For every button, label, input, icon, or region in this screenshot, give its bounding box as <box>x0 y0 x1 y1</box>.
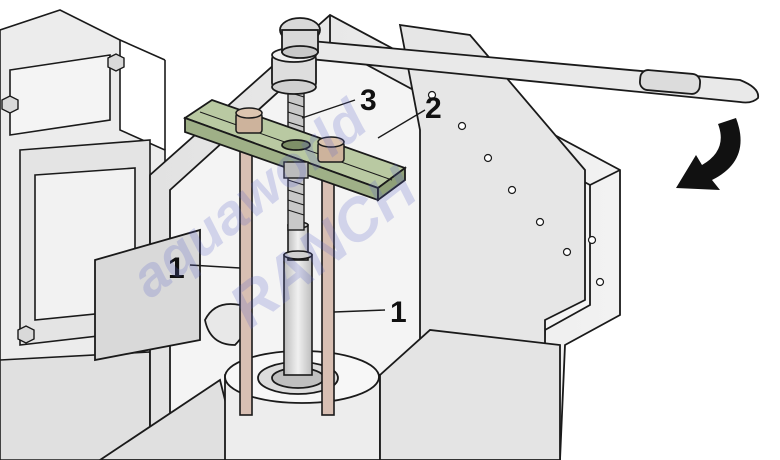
engine-block-left <box>0 9 166 460</box>
plate-nut-left <box>235 107 263 134</box>
callout-2: 2 <box>425 92 442 125</box>
screw-nut-lower <box>283 161 309 179</box>
curved-arrow-clockwise-icon <box>676 118 741 190</box>
leader-lines <box>189 99 426 313</box>
drive-shaft <box>283 221 313 376</box>
callout-1-left: 1 <box>168 252 185 285</box>
callout-1-right: 1 <box>390 296 407 329</box>
panel-holes <box>427 90 605 361</box>
callout-3: 3 <box>360 84 377 117</box>
socket-wrench-icon <box>271 17 760 104</box>
plate-nut-right <box>317 136 345 163</box>
